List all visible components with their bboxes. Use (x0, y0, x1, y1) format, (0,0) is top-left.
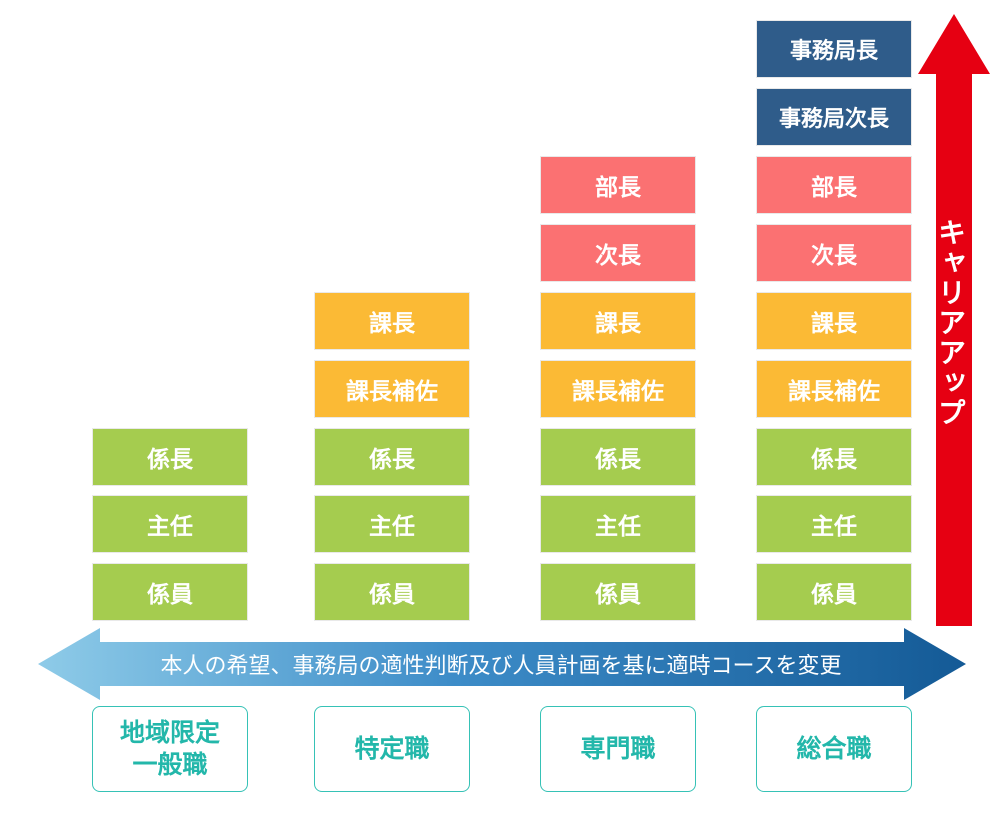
role-box-col3-deputy-director: 次長 (540, 224, 696, 282)
role-box-col3-staff: 係員 (540, 563, 696, 621)
role-box-col3-subsection-head: 係長 (540, 428, 696, 486)
role-box-col4-director: 部長 (756, 156, 912, 214)
course-label-specified: 特定職 (314, 706, 470, 792)
course-label-line-2: 一般職 (132, 750, 208, 779)
role-box-col2-chief: 主任 (314, 495, 470, 553)
role-box-col4-staff: 係員 (756, 563, 912, 621)
role-box-col4-subsection-head: 係長 (756, 428, 912, 486)
course-change-arrow (38, 628, 966, 700)
role-box-col3-chief: 主任 (540, 495, 696, 553)
role-box-col1-chief: 主任 (92, 495, 248, 553)
course-label-line-1: 地域限定 (119, 718, 220, 747)
role-box-col4-assistant-manager: 課長補佐 (756, 360, 912, 418)
course-label-specialist: 専門職 (540, 706, 696, 792)
role-box-col4-section-manager: 課長 (756, 292, 912, 350)
course-label-regional-general: 地域限定 一般職 (92, 706, 248, 792)
role-box-col2-assistant-manager: 課長補佐 (314, 360, 470, 418)
role-box-col4-chief: 主任 (756, 495, 912, 553)
role-box-col3-section-manager: 課長 (540, 292, 696, 350)
role-box-col2-subsection-head: 係長 (314, 428, 470, 486)
career-up-label: キャリアアップ (934, 218, 967, 428)
role-box-col1-subsection-head: 係長 (92, 428, 248, 486)
career-up-arrow (918, 14, 990, 626)
role-box-col4-secretary-general: 事務局長 (756, 20, 912, 78)
role-box-col2-staff: 係員 (314, 563, 470, 621)
role-box-col4-deputy-secretary-general: 事務局次長 (756, 88, 912, 146)
role-box-col3-director: 部長 (540, 156, 696, 214)
role-box-col2-section-manager: 課長 (314, 292, 470, 350)
course-label-comprehensive: 総合職 (756, 706, 912, 792)
role-box-col4-deputy-director: 次長 (756, 224, 912, 282)
role-box-col1-staff: 係員 (92, 563, 248, 621)
course-change-text: 本人の希望、事務局の適性判断及び人員計画を基に適時コースを変更 (160, 654, 842, 679)
role-box-col3-assistant-manager: 課長補佐 (540, 360, 696, 418)
